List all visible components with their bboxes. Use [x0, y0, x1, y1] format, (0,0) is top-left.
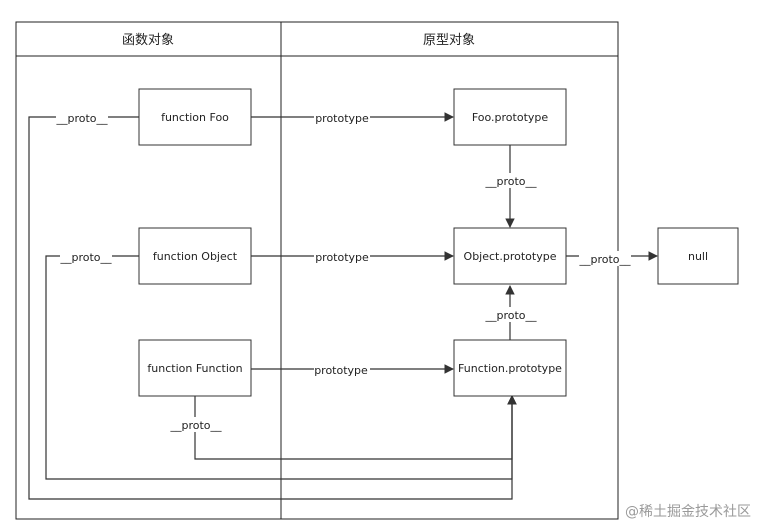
prototypes-column-header: 原型对象: [423, 33, 475, 48]
function-proto-label: __proto__: [169, 419, 222, 432]
function-object-label: function Object: [153, 250, 238, 263]
foo-prototype-proto-label: __proto__: [484, 175, 537, 188]
foo-prototype-node-label: Foo.prototype: [472, 111, 549, 124]
object-proto-edge: [45, 255, 517, 480]
node-function-prototype: Function.prototype: [453, 339, 567, 397]
prototypes-column-frame: [280, 21, 619, 520]
node-function-object: function Object: [138, 227, 252, 285]
connectors: [28, 112, 658, 500]
object-prototype-node-label: Object.prototype: [464, 250, 557, 263]
object-prototype-label: prototype: [315, 251, 369, 264]
node-function-foo: function Foo: [138, 88, 252, 146]
function-prototype-node-label: Function.prototype: [458, 362, 562, 375]
watermark: @稀土掘金技术社区: [625, 504, 751, 520]
functions-column-header: 函数对象: [122, 33, 174, 48]
edge-labels: prototype prototype prototype __proto__ …: [55, 110, 631, 432]
foo-proto-edge: [28, 116, 517, 500]
foo-prototype-label: prototype: [315, 112, 369, 125]
function-prototype-proto-label: __proto__: [484, 309, 537, 322]
object-prototype-proto-label: __proto__: [578, 253, 631, 266]
object-proto-label: __proto__: [59, 251, 112, 264]
foo-proto-label: __proto__: [55, 112, 108, 125]
column-frames: [15, 21, 619, 520]
node-null: null: [657, 227, 739, 285]
node-function-function: function Function: [138, 339, 252, 397]
node-object-prototype: Object.prototype: [453, 227, 567, 285]
function-prototype-label: prototype: [314, 364, 368, 377]
node-foo-prototype: Foo.prototype: [453, 88, 567, 146]
null-node-label: null: [688, 250, 708, 263]
function-function-label: function Function: [147, 362, 242, 375]
function-proto-edge: [194, 395, 517, 460]
function-foo-label: function Foo: [161, 111, 229, 124]
